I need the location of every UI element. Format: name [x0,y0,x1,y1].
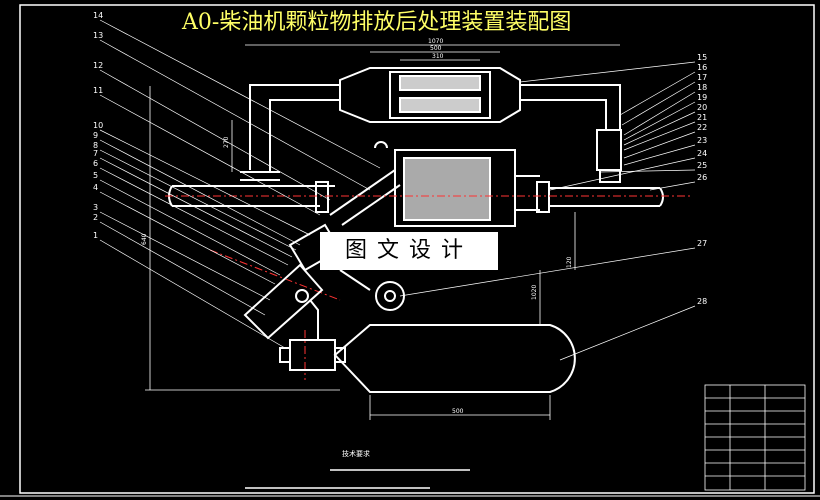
callout-left-13: 13 [93,31,103,40]
dim-overall-width: 1070 [428,38,443,45]
callout-left-9: 9 [93,131,98,140]
technical-notes-lines [245,469,470,489]
callout-right-18: 18 [697,83,707,92]
outlet-pipe [536,129,664,213]
callout-right-15: 15 [697,53,707,62]
callout-left-1: 1 [93,231,98,240]
leader-lines-left [99,19,381,349]
top-filter-housing [339,67,521,123]
callout-left-12: 12 [93,61,103,70]
dpf-filter [394,149,540,227]
title-block [704,384,806,491]
dimension-text: 1070 500 310 500 1020 270 640 120 [141,38,573,415]
drawing-border [19,4,815,494]
inlet-pipe [168,181,335,213]
callout-right-24: 24 [697,149,707,158]
dim-tank-height: 1020 [531,285,538,300]
dim-bottom-tank-length: 500 [452,408,464,415]
diagonal-bypass-pipe [329,141,401,226]
callout-right-27: 27 [697,239,707,248]
air-pump [339,269,405,311]
callout-left-5: 5 [93,171,98,180]
callout-right-23: 23 [697,136,707,145]
callout-right-28: 28 [697,297,707,306]
callout-right-25: 25 [697,161,707,170]
callout-right-17: 17 [697,73,707,82]
callout-right-16: 16 [697,63,707,72]
callout-left-10: 10 [93,121,103,130]
callout-left-8: 8 [93,141,98,150]
callout-left-3: 3 [93,203,98,212]
dim-filter-core: 310 [432,53,444,60]
callout-left-7: 7 [93,149,98,158]
callout-left-14: 14 [93,11,103,20]
callout-right-19: 19 [697,93,707,102]
dim-left-vertical: 270 [223,136,230,148]
callout-left-11: 11 [93,86,103,95]
dim-filter-length: 500 [430,45,442,52]
callout-right-22: 22 [697,123,707,132]
callout-left-2: 2 [93,213,98,222]
leader-lines-right [399,61,696,361]
technical-requirements-label: 技术要求 [342,450,370,458]
dim-right-height: 120 [566,256,573,268]
callout-right-26: 26 [697,173,707,182]
centerlines [165,195,690,380]
fuel-tank [333,324,576,393]
callout-right-20: 20 [697,103,707,112]
dim-left-height: 640 [141,233,148,245]
callout-right-21: 21 [697,113,707,122]
drawing-title: A0-柴油机颗粒物排放后处理装置装配图 [182,10,572,35]
callout-left-4: 4 [93,183,98,192]
watermark-label: 图文设计 [320,232,498,270]
callout-left-6: 6 [93,159,98,168]
